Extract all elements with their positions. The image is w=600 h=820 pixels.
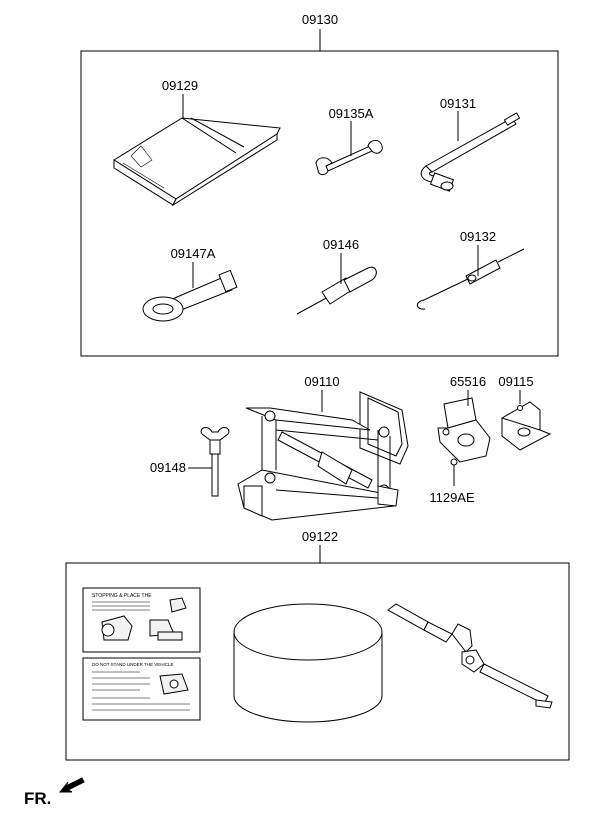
label-jack-handle: 09132 [460, 229, 496, 244]
label-wheel-nut-wrench: 09131 [440, 96, 476, 111]
tire-kit-group-box [65, 562, 570, 761]
label-jack-bracket: 65516 [450, 374, 486, 389]
jack-bracket-part [437, 397, 491, 463]
kit-group-box [80, 50, 559, 357]
caution-label-2-title: DO NOT STAND UNDER THE VEHICLE [92, 662, 174, 667]
jack-part [237, 391, 409, 521]
label-tire-kit-group: 09122 [302, 529, 338, 544]
tire-container-part [233, 603, 383, 723]
towing-hook-part [142, 269, 238, 322]
label-jack-bolt: 09148 [150, 460, 186, 475]
caution-label-1: STOPPING & PLACE THE [82, 587, 201, 653]
label-screw: 1129AE [429, 490, 475, 505]
wrench-part [315, 139, 383, 176]
screw-part [450, 458, 458, 476]
label-towing-hook: 09147A [171, 246, 216, 261]
strap-part [387, 603, 553, 709]
label-screwdriver: 09146 [323, 237, 359, 252]
label-kit-group: 09130 [302, 12, 338, 27]
fr-arrow-icon [58, 777, 85, 793]
jack-handle-part [416, 248, 525, 310]
label-jack-bracket-b: 09115 [498, 374, 533, 389]
label-fr: FR. [24, 789, 51, 808]
label-wrench: 09135A [329, 106, 374, 121]
tool-bag-part [113, 117, 281, 207]
label-tool-bag: 09129 [162, 78, 198, 93]
wheel-nut-wrench-part [420, 112, 521, 192]
jack-bracket-b-part [501, 401, 552, 451]
caution-label-2: DO NOT STAND UNDER THE VEHICLE [82, 657, 201, 721]
screwdriver-part [296, 266, 377, 315]
jack-bolt-part [200, 427, 230, 497]
caution-label-1-title: STOPPING & PLACE THE [92, 593, 152, 599]
label-jack: 09110 [304, 374, 339, 389]
